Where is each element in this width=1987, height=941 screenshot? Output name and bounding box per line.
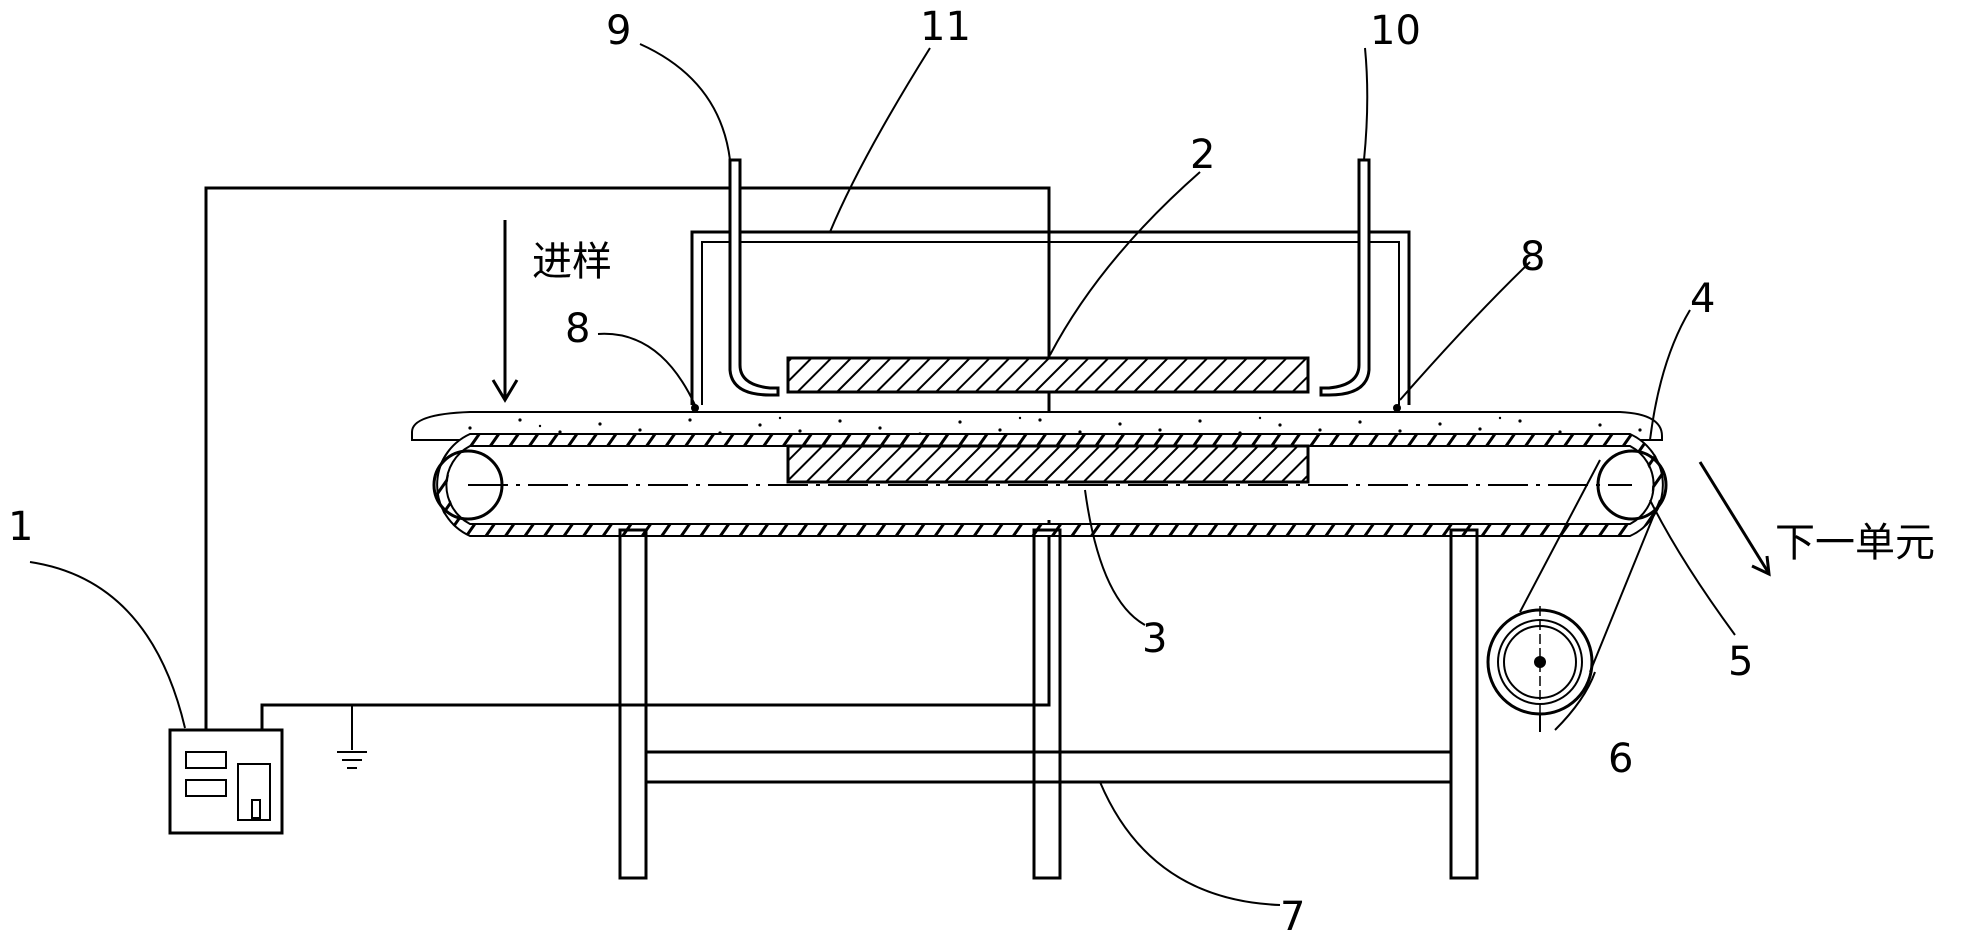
lower-plate — [786, 444, 1310, 484]
leader-lines — [29, 43, 1736, 906]
label-8-right: 8 — [1520, 234, 1545, 280]
drive-pulley — [1486, 459, 1661, 732]
label-5: 5 — [1728, 639, 1753, 685]
label-3: 3 — [1142, 616, 1167, 662]
left-contact — [691, 404, 699, 412]
wiring — [204, 186, 1051, 750]
label-10: 10 — [1370, 8, 1421, 54]
left-electrode — [728, 158, 780, 397]
support-frame — [618, 528, 1479, 880]
housing — [690, 230, 1411, 405]
feed-arrow — [491, 220, 519, 403]
next-unit-label: 下一单元 — [1775, 520, 1935, 566]
label-8-left: 8 — [565, 306, 590, 352]
label-2: 2 — [1190, 132, 1215, 178]
label-1: 1 — [8, 504, 33, 550]
power-supply — [168, 728, 284, 835]
output-arrow — [1698, 461, 1771, 577]
feed-in-label: 进样 — [532, 239, 612, 285]
label-11: 11 — [920, 4, 971, 50]
upper-plate — [786, 356, 1310, 394]
ground-icon — [337, 751, 367, 769]
right-electrode — [1319, 158, 1371, 397]
label-4: 4 — [1690, 276, 1715, 322]
label-9: 9 — [606, 8, 631, 54]
label-7: 7 — [1280, 894, 1305, 940]
label-6: 6 — [1608, 736, 1633, 782]
right-contact — [1393, 404, 1401, 412]
